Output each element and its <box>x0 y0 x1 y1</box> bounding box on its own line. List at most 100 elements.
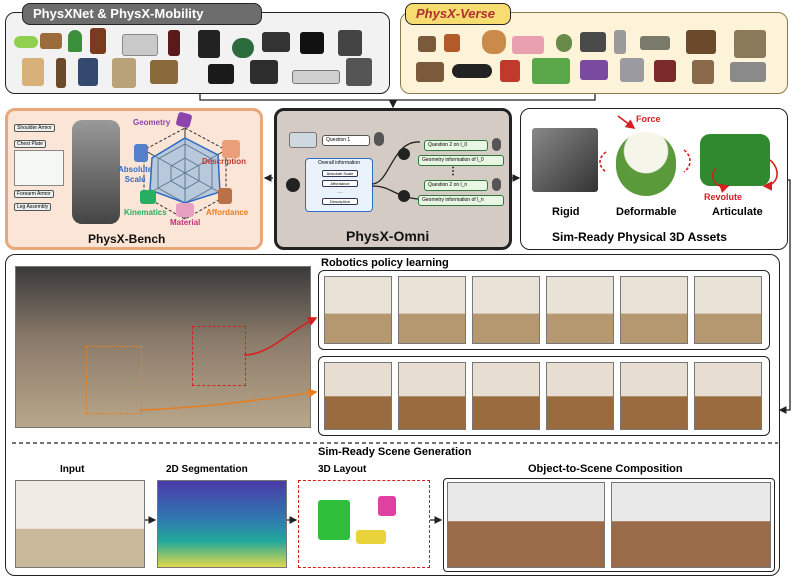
verse-object-10 <box>734 30 766 58</box>
object-plant <box>68 30 82 52</box>
arrow-top-merge <box>199 94 596 109</box>
laptop-highlight <box>86 346 142 414</box>
verse-object-18 <box>692 60 714 84</box>
object-tray <box>14 36 38 48</box>
question-2-l0-box: Question 2 on l_0 <box>424 140 488 151</box>
composition-label: Object-to-Scene Composition <box>528 463 683 475</box>
object-camera <box>208 64 234 84</box>
robotics-title: Robotics policy learning <box>321 257 449 269</box>
articulate-tractor-image <box>700 134 770 186</box>
laptop-frame <box>694 362 762 430</box>
physx-omni-title: PhysX-Omni <box>346 228 430 244</box>
geometry-ln-box: Geometry information of l_n <box>418 195 504 206</box>
object-oven <box>346 58 372 86</box>
omni-dots: ⋮ <box>448 166 458 177</box>
part-forearm-armor: Forearm Armor <box>14 190 54 198</box>
wheelchair-frame <box>620 276 688 344</box>
rigid-building-image <box>532 128 598 192</box>
scale-icon <box>134 144 148 162</box>
object-basket <box>40 33 62 49</box>
affordance-icon <box>218 188 232 204</box>
wheelchair-highlight <box>192 326 246 386</box>
segmentation-image <box>157 480 287 568</box>
force-label: Force <box>636 114 661 124</box>
laptop-sequence-panel <box>318 356 770 436</box>
input-label: Input <box>60 464 85 475</box>
axis-kinematics: Kinematics <box>124 208 167 217</box>
description-icon <box>222 140 240 158</box>
wheelchair-sequence-panel <box>318 270 770 350</box>
axis-affordance: Affordance <box>206 208 249 217</box>
verse-object-8 <box>640 36 670 50</box>
physxverse-panel <box>400 12 788 94</box>
robot-armor-image <box>72 120 120 224</box>
verse-object-11 <box>416 62 444 82</box>
geometry-l0-box: Geometry information of l_0 <box>418 155 504 166</box>
object-microwave <box>122 34 158 56</box>
robotics-room-image <box>15 266 311 428</box>
part-chest-plate: Chest Plate <box>14 140 46 148</box>
object-coatrack <box>56 58 66 88</box>
deformable-flower-image <box>616 132 676 196</box>
verse-object-15 <box>580 60 608 80</box>
composition-panel <box>443 478 775 572</box>
wheelchair-frame <box>472 276 540 344</box>
laptop-frame <box>398 362 466 430</box>
stack-affordance: Affordance <box>322 180 358 187</box>
verse-object-5 <box>556 34 572 52</box>
verse-object-6 <box>580 32 606 52</box>
object-box <box>300 32 324 54</box>
verse-object-12 <box>452 64 492 78</box>
overall-info-title: Overall information <box>318 160 360 166</box>
composition-image-1 <box>447 482 605 568</box>
physx-bench-title: PhysX-Bench <box>88 232 166 246</box>
layout-object-green <box>318 500 350 540</box>
rigid-label: Rigid <box>552 206 580 218</box>
stack-absolute-scale: Absolute Scale <box>322 170 358 177</box>
object-laptop <box>262 32 290 52</box>
verse-object-19 <box>730 62 766 82</box>
object-bottle <box>168 30 180 56</box>
axis-material: Material <box>170 218 201 227</box>
axis-geometry: Geometry <box>133 118 171 127</box>
laptop-frame <box>620 362 688 430</box>
layout-object-yellow <box>356 530 386 544</box>
object-wardrobe <box>112 58 136 88</box>
stack-description: Description <box>322 198 358 205</box>
segmentation-label: 2D Segmentation <box>166 464 248 475</box>
axis-description: Description <box>202 157 247 166</box>
wheelchair-frame <box>324 276 392 344</box>
verse-object-17 <box>654 60 676 82</box>
verse-object-9 <box>686 30 716 54</box>
user-icon-3 <box>492 178 501 191</box>
composition-image-2 <box>611 482 771 568</box>
user-icon-1 <box>374 132 384 146</box>
object-case <box>250 60 278 84</box>
layout-object-magenta <box>378 496 396 516</box>
robot-icon-2 <box>398 148 410 160</box>
question-1-box: Question 1 <box>322 135 370 146</box>
stack-ellipsis: ...... <box>336 189 344 194</box>
verse-object-3 <box>482 30 506 54</box>
physxnet-label: PhysXNet & PhysX-Mobility <box>22 3 262 25</box>
sim-ready-assets-title: Sim-Ready Physical 3D Assets <box>552 230 727 244</box>
deformable-label: Deformable <box>616 206 677 218</box>
laptop-frame <box>324 362 392 430</box>
part-leg-assembly: Leg Assembly <box>14 203 52 211</box>
robot-icon-1 <box>286 178 300 192</box>
revolute-label: Revolute <box>704 192 743 202</box>
wheelchair-frame <box>546 276 614 344</box>
user-icon-2 <box>492 138 501 151</box>
part-description-text <box>14 150 64 186</box>
material-icon <box>176 203 194 217</box>
verse-object-14 <box>532 58 570 84</box>
verse-object-7 <box>614 30 626 54</box>
laptop-frame <box>546 362 614 430</box>
layout-label: 3D Layout <box>318 464 367 475</box>
object-officechair <box>78 58 98 86</box>
question-2-ln-box: Question 2 on l_n <box>424 180 488 191</box>
input-room-image <box>15 480 145 568</box>
object-clock <box>90 28 106 54</box>
object-crate <box>150 60 178 84</box>
robot-icon-3 <box>398 190 410 202</box>
